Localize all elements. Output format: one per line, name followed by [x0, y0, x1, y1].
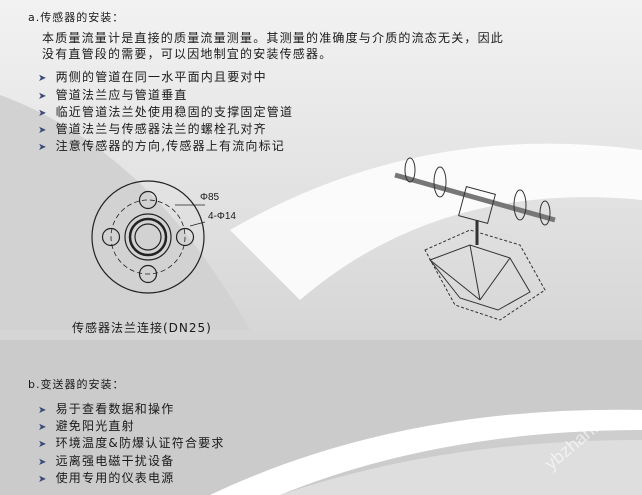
arrowhead-right-icon: ➤ — [38, 91, 48, 102]
flange-diagram — [91, 180, 206, 294]
outer-diameter-label: Φ85 — [200, 192, 220, 203]
arrowhead-right-icon: ➤ — [38, 125, 48, 136]
flange-caption: 传感器法兰连接(DN25) — [72, 321, 212, 335]
list-item: ➤管道法兰与传感器法兰的螺栓孔对齐 — [38, 122, 267, 136]
list-item: ➤临近管道法兰处使用稳固的支撑固定管道 — [38, 105, 294, 119]
arrowhead-right-icon: ➤ — [38, 457, 48, 468]
intro-paragraph-line: 本质量流量计是直接的质量流量测量。其测量的准确度与介质的流态无关，因此 — [42, 31, 505, 45]
section-b-heading: b.变送器的安装： — [28, 378, 125, 391]
list-item: ➤易于查看数据和操作 — [38, 402, 175, 416]
list-item: ➤使用专用的仪表电源 — [38, 471, 175, 485]
bolt-hole-label: 4-Φ14 — [208, 211, 236, 222]
arrowhead-right-icon: ➤ — [38, 142, 48, 153]
arrowhead-right-icon: ➤ — [38, 474, 48, 485]
arrowhead-right-icon: ➤ — [38, 439, 48, 450]
section-a-heading: a.传感器的安装： — [28, 11, 125, 24]
list-item: ➤管道法兰应与管道垂直 — [38, 88, 188, 102]
arrowhead-right-icon: ➤ — [38, 108, 48, 119]
list-item: ➤远离强电磁干扰设备 — [38, 454, 175, 468]
list-item: ➤避免阳光直射 — [38, 419, 135, 433]
sensor-illustration — [394, 157, 556, 321]
list-item: ➤注意传感器的方向,传感器上有流向标记 — [38, 139, 286, 153]
arrowhead-right-icon: ➤ — [38, 73, 48, 84]
list-item: ➤环境温度&防爆认证符合要求 — [38, 436, 225, 450]
list-item: ➤两侧的管道在同一水平面内且要对中 — [38, 70, 267, 84]
intro-paragraph-line: 没有直管段的需要，可以因地制宜的安装传感器。 — [42, 47, 333, 61]
arrowhead-right-icon: ➤ — [38, 422, 48, 433]
arrowhead-right-icon: ➤ — [38, 405, 48, 416]
